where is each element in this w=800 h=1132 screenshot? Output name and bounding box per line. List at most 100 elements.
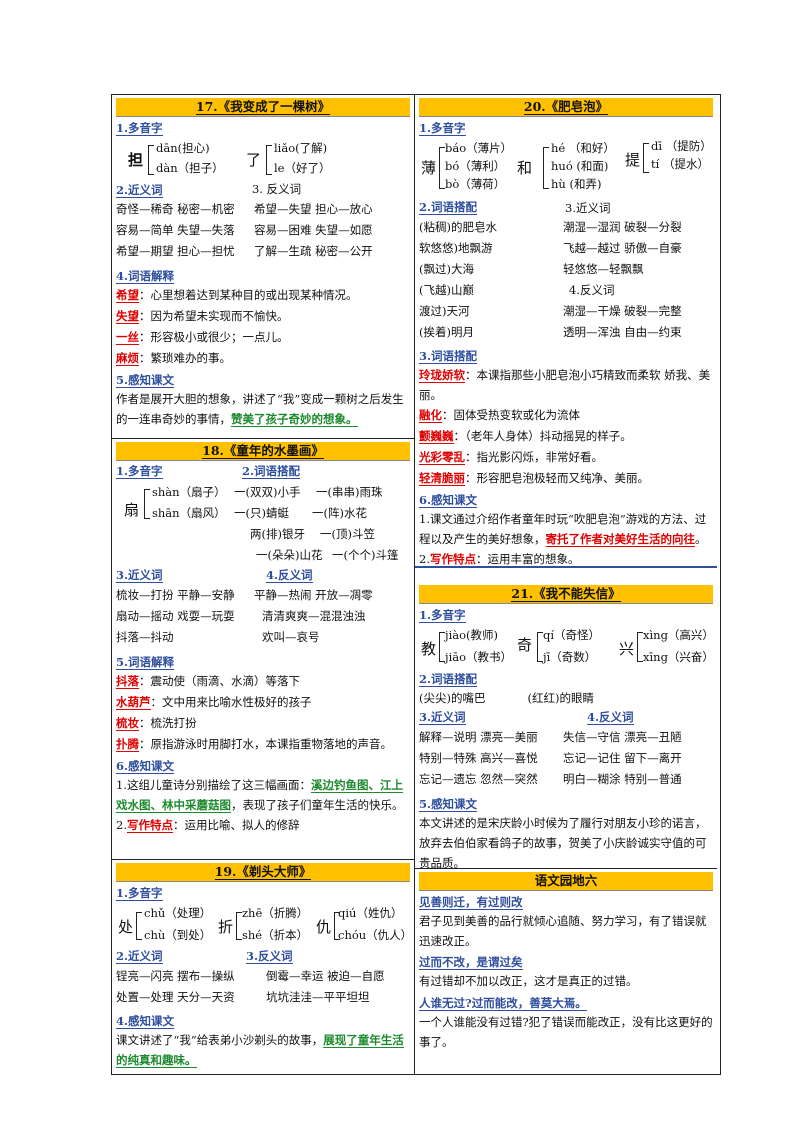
poly-reading: dān(担心) bbox=[156, 141, 210, 155]
poly-char: 折 bbox=[218, 918, 234, 936]
synonym-row: 奇怪—稀奇 秘密—机密 bbox=[116, 202, 235, 216]
poly-reading: dàn（担子） bbox=[156, 161, 224, 175]
definition-row: 扑腾：原指游泳时用脚打水，本课指重物落地的声音。 bbox=[116, 737, 392, 752]
section-heading: 4.词语解释 bbox=[116, 269, 175, 284]
antonym-row: 清清爽爽—混混浊浊 bbox=[262, 609, 366, 623]
definition-row: 轻清脆丽：形容肥皂泡极轻而又纯净、美丽。 bbox=[419, 471, 649, 486]
antonym-row: 平静—热闹 开放—凋零 bbox=[254, 588, 373, 602]
polyphone-block: 薄 báo（薄片） bó（薄利） bò（薄荷） 和 hé （和好） huó (和… bbox=[419, 139, 713, 197]
antonym-row: 容易—困难 失望—如愿 bbox=[254, 223, 373, 237]
collocation: (飞越)山巅 bbox=[419, 283, 474, 297]
antonym-row: 欢叫—哀号 bbox=[262, 630, 320, 644]
section-heading: 1.多音字 bbox=[116, 886, 163, 901]
poly-char: 兴 bbox=[619, 640, 635, 658]
poly-char: 教 bbox=[421, 640, 437, 658]
section-heading: 1.多音字 bbox=[419, 608, 466, 623]
definition-row: 玲珑娇软：本课指那些小肥皂泡小巧精致而柔软 娇我、美丽。 bbox=[419, 368, 711, 402]
language-garden-6: 语文园地六 见善则迁，有过则改 君子见到美善的品行就倾心追随、努力学习，有了错误… bbox=[415, 868, 717, 1075]
collocation: 一(顶)斗笠 bbox=[320, 527, 375, 541]
poly-reading: bó（薄利） bbox=[445, 159, 506, 173]
synonym-row: 特别—特殊 高兴—喜悦 bbox=[419, 751, 538, 765]
lesson-title: 18.《童年的水墨画》 bbox=[116, 442, 410, 461]
definition-row: 麻烦：繁琐难办的事。 bbox=[116, 351, 231, 366]
collocation: 一(双双)小手 bbox=[234, 485, 301, 499]
left-column: 17.《我变成了一棵树》 1.多音字 担 dān(担心) dàn（担子） 了 l… bbox=[112, 95, 414, 1078]
collocation: 两(排)银牙 bbox=[250, 527, 305, 541]
section-heading: 6.感知课文 bbox=[419, 493, 478, 508]
lesson-20: 20.《肥皂泡》 1.多音字 薄 báo（薄片） bó（薄利） bò（薄荷） 和… bbox=[415, 98, 717, 567]
section-heading: 4.感知课文 bbox=[116, 1014, 175, 1029]
saying-explanation: 有过错却不加以改正，这才是真正的过错。 bbox=[419, 974, 638, 988]
synonym-row: 扇动—摇动 戏耍—玩耍 bbox=[116, 609, 235, 623]
poly-reading: dī （提防） bbox=[651, 139, 712, 153]
synonym-row: 抖落—抖动 bbox=[116, 630, 174, 644]
poly-reading: le（好了） bbox=[274, 161, 331, 175]
saying-heading: 过而不改，是谓过矣 bbox=[419, 955, 523, 970]
poly-reading: shàn（扇子） bbox=[152, 485, 226, 499]
collocation: 渡过)天河 bbox=[419, 304, 470, 318]
antonym-row: 失信—守信 漂亮—丑陋 bbox=[563, 730, 682, 744]
poly-reading: jī（奇数） bbox=[543, 650, 597, 664]
synonym-row: 处置—处理 天分—天资 bbox=[116, 990, 235, 1004]
summary-paragraph: 本文讲述的是宋庆龄小时候为了履行对朋友小珍的诺言，放弃去伯伯家看鸽子的故事，贺美… bbox=[419, 816, 707, 870]
poly-char: 担 bbox=[128, 151, 144, 169]
poly-reading: xīng（兴奋） bbox=[643, 650, 714, 664]
section-heading: 5.词语解释 bbox=[116, 655, 175, 670]
definition-row: 失望：因为希望未实现而不愉快。 bbox=[116, 309, 289, 324]
polyphone-block: 教 jiào(教师) jiāo（教书） 奇 qí（奇怪） jī（奇数） 兴 xì… bbox=[419, 626, 714, 668]
poly-reading: liǎo(了解) bbox=[274, 141, 328, 155]
poly-reading: shān（扇风） bbox=[152, 506, 226, 520]
collocation: (飘过)大海 bbox=[419, 262, 474, 276]
writing-feature: 2.写作特点：运用丰富的想象。 bbox=[419, 552, 580, 567]
section-heading: 1.多音字 bbox=[116, 121, 163, 136]
synonym-row: 忘记—遗忘 忽然—突然 bbox=[419, 772, 538, 786]
collocation: (挨着)明月 bbox=[419, 325, 474, 339]
poly-char: 奇 bbox=[517, 636, 533, 654]
section-heading: 4.反义词 bbox=[569, 283, 615, 297]
polyphone-block: 担 dān(担心) dàn（担子） 了 liǎo(了解) le（好了） bbox=[116, 139, 410, 179]
definition-row: 融化：固体受热变软或化为流体 bbox=[419, 408, 580, 423]
collocation: 一(个个)斗篷 bbox=[332, 548, 399, 562]
study-sheet: 17.《我变成了一棵树》 1.多音字 担 dān(担心) dàn（担子） 了 l… bbox=[111, 94, 721, 1075]
section-heading: 2.近义词 bbox=[116, 183, 163, 198]
section-heading: 2.近义词 bbox=[116, 949, 163, 964]
antonym-row: 坑坑洼洼—平平坦坦 bbox=[266, 990, 370, 1004]
definition-row: 梳妆：梳洗打扮 bbox=[116, 716, 197, 731]
section-heading: 6.感知课文 bbox=[116, 759, 175, 774]
definition-row: 抖落：震动使（雨滴、水滴）等落下 bbox=[116, 674, 300, 689]
poly-reading: jiāo（教书） bbox=[445, 650, 513, 664]
poly-reading: báo（薄片） bbox=[445, 141, 513, 155]
section-heading: 3. 反义词 bbox=[252, 182, 302, 196]
lesson-17: 17.《我变成了一棵树》 1.多音字 担 dān(担心) dàn（担子） 了 l… bbox=[112, 98, 414, 438]
section-heading: 3.近义词 bbox=[419, 710, 466, 725]
lesson-title: 20.《肥皂泡》 bbox=[419, 98, 713, 117]
poly-reading: xìng（高兴） bbox=[643, 628, 714, 642]
section-heading: 5.感知课文 bbox=[419, 797, 478, 812]
lesson-title: 语文园地六 bbox=[419, 872, 713, 891]
poly-char: 处 bbox=[118, 918, 134, 936]
right-column: 20.《肥皂泡》 1.多音字 薄 báo（薄片） bó（薄利） bò（薄荷） 和… bbox=[414, 95, 717, 1074]
definition-row: 一丝：形容极小或很少；一点儿。 bbox=[116, 330, 289, 345]
poly-reading: huó (和面) bbox=[551, 159, 609, 173]
saying-explanation: 君子见到美善的品行就倾心追随、努力学习，有了错误就迅速改正。 bbox=[419, 914, 707, 948]
section-heading: 3.近义词 bbox=[565, 201, 611, 215]
section-heading: 1.多音字 bbox=[419, 121, 466, 136]
lesson-18: 18.《童年的水墨画》 1.多音字 2.词语搭配 扇 shàn（扇子） shān… bbox=[112, 438, 414, 859]
poly-char: 和 bbox=[517, 159, 533, 177]
definition-row: 水葫芦：文中用来比喻水性极好的孩子 bbox=[116, 695, 312, 710]
collocation: 一(朵朵)山花 bbox=[256, 548, 323, 562]
lesson-21: 21.《我不能失信》 1.多音字 教 jiào(教师) jiāo（教书） 奇 q… bbox=[415, 566, 717, 870]
antonym-row: 潮湿—干燥 破裂—完整 bbox=[563, 304, 682, 318]
section-heading: 3.近义词 bbox=[116, 568, 163, 583]
synonym-row: 希望—期望 担心—担忧 bbox=[116, 244, 235, 258]
poly-reading: qiú（姓仇） bbox=[338, 906, 403, 920]
antonym-row: 了解—生疏 秘密—公开 bbox=[254, 244, 373, 258]
polyphone-block: 处 chǔ（处理） chù（到处） 折 zhē（折腾） shé（折本） 仇 qi… bbox=[116, 904, 412, 946]
lesson-title: 21.《我不能失信》 bbox=[419, 585, 713, 604]
section-heading: 5.感知课文 bbox=[116, 373, 175, 388]
section-heading: 3.词语搭配 bbox=[419, 349, 478, 364]
antonym-row: 希望—失望 担心—放心 bbox=[254, 202, 373, 216]
synonym-row: 梳妆—打扮 平静—安静 bbox=[116, 588, 235, 602]
definition-row: 希望：心里想着达到某种目的或出现某种情况。 bbox=[116, 288, 358, 303]
synonym-row: 轻悠悠—轻飘飘 bbox=[563, 262, 644, 276]
